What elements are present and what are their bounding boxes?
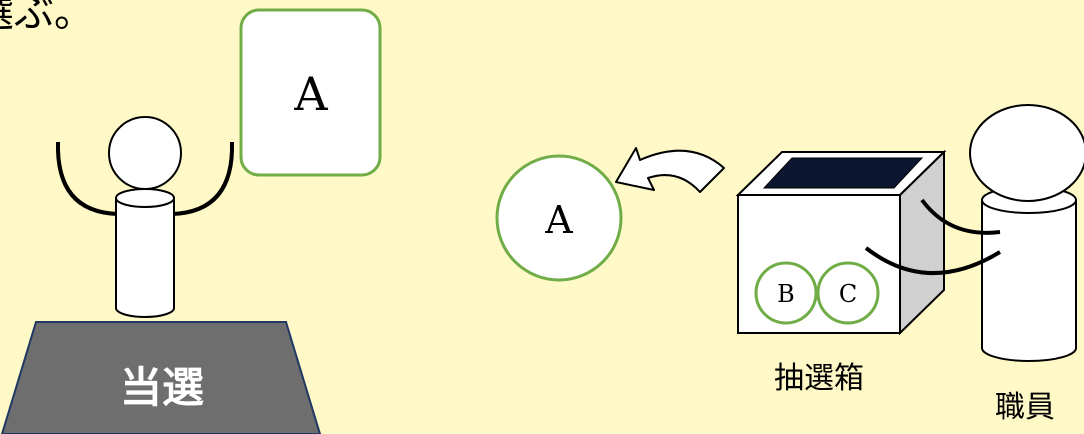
- drawn-ball: [495, 154, 623, 282]
- drawing-group: A B C 抽選箱: [495, 104, 1084, 425]
- curved-arrow-icon: [615, 147, 725, 193]
- ball-b: [754, 261, 818, 325]
- box-opening: [762, 157, 924, 189]
- drawn-ball-letter: A: [544, 198, 573, 242]
- staff-head: [969, 104, 1084, 202]
- winner-card: [239, 8, 382, 177]
- card-letter: A: [293, 67, 328, 121]
- ball-c: [816, 261, 880, 325]
- box-label: 抽選箱: [774, 361, 864, 396]
- winner-left-arm: [55, 141, 119, 216]
- lottery-box: [735, 149, 947, 336]
- winner-body: [115, 188, 175, 318]
- podium-label: 当選: [120, 363, 204, 412]
- staff-body: [981, 186, 1077, 362]
- winner-right-arm: [171, 141, 235, 216]
- ball-b-letter: B: [777, 280, 795, 308]
- top-partial-text: 選ぶ。: [0, 0, 94, 36]
- staff-person: [864, 104, 1084, 362]
- winner-group: 当選 A: [0, 8, 382, 434]
- staff-arm-lower: [864, 246, 1002, 276]
- staff-arm-upper: [920, 198, 1001, 235]
- winner-head: [108, 116, 182, 190]
- staff-label: 職員: [995, 390, 1055, 425]
- podium: [0, 321, 322, 434]
- ball-c-letter: C: [839, 280, 857, 308]
